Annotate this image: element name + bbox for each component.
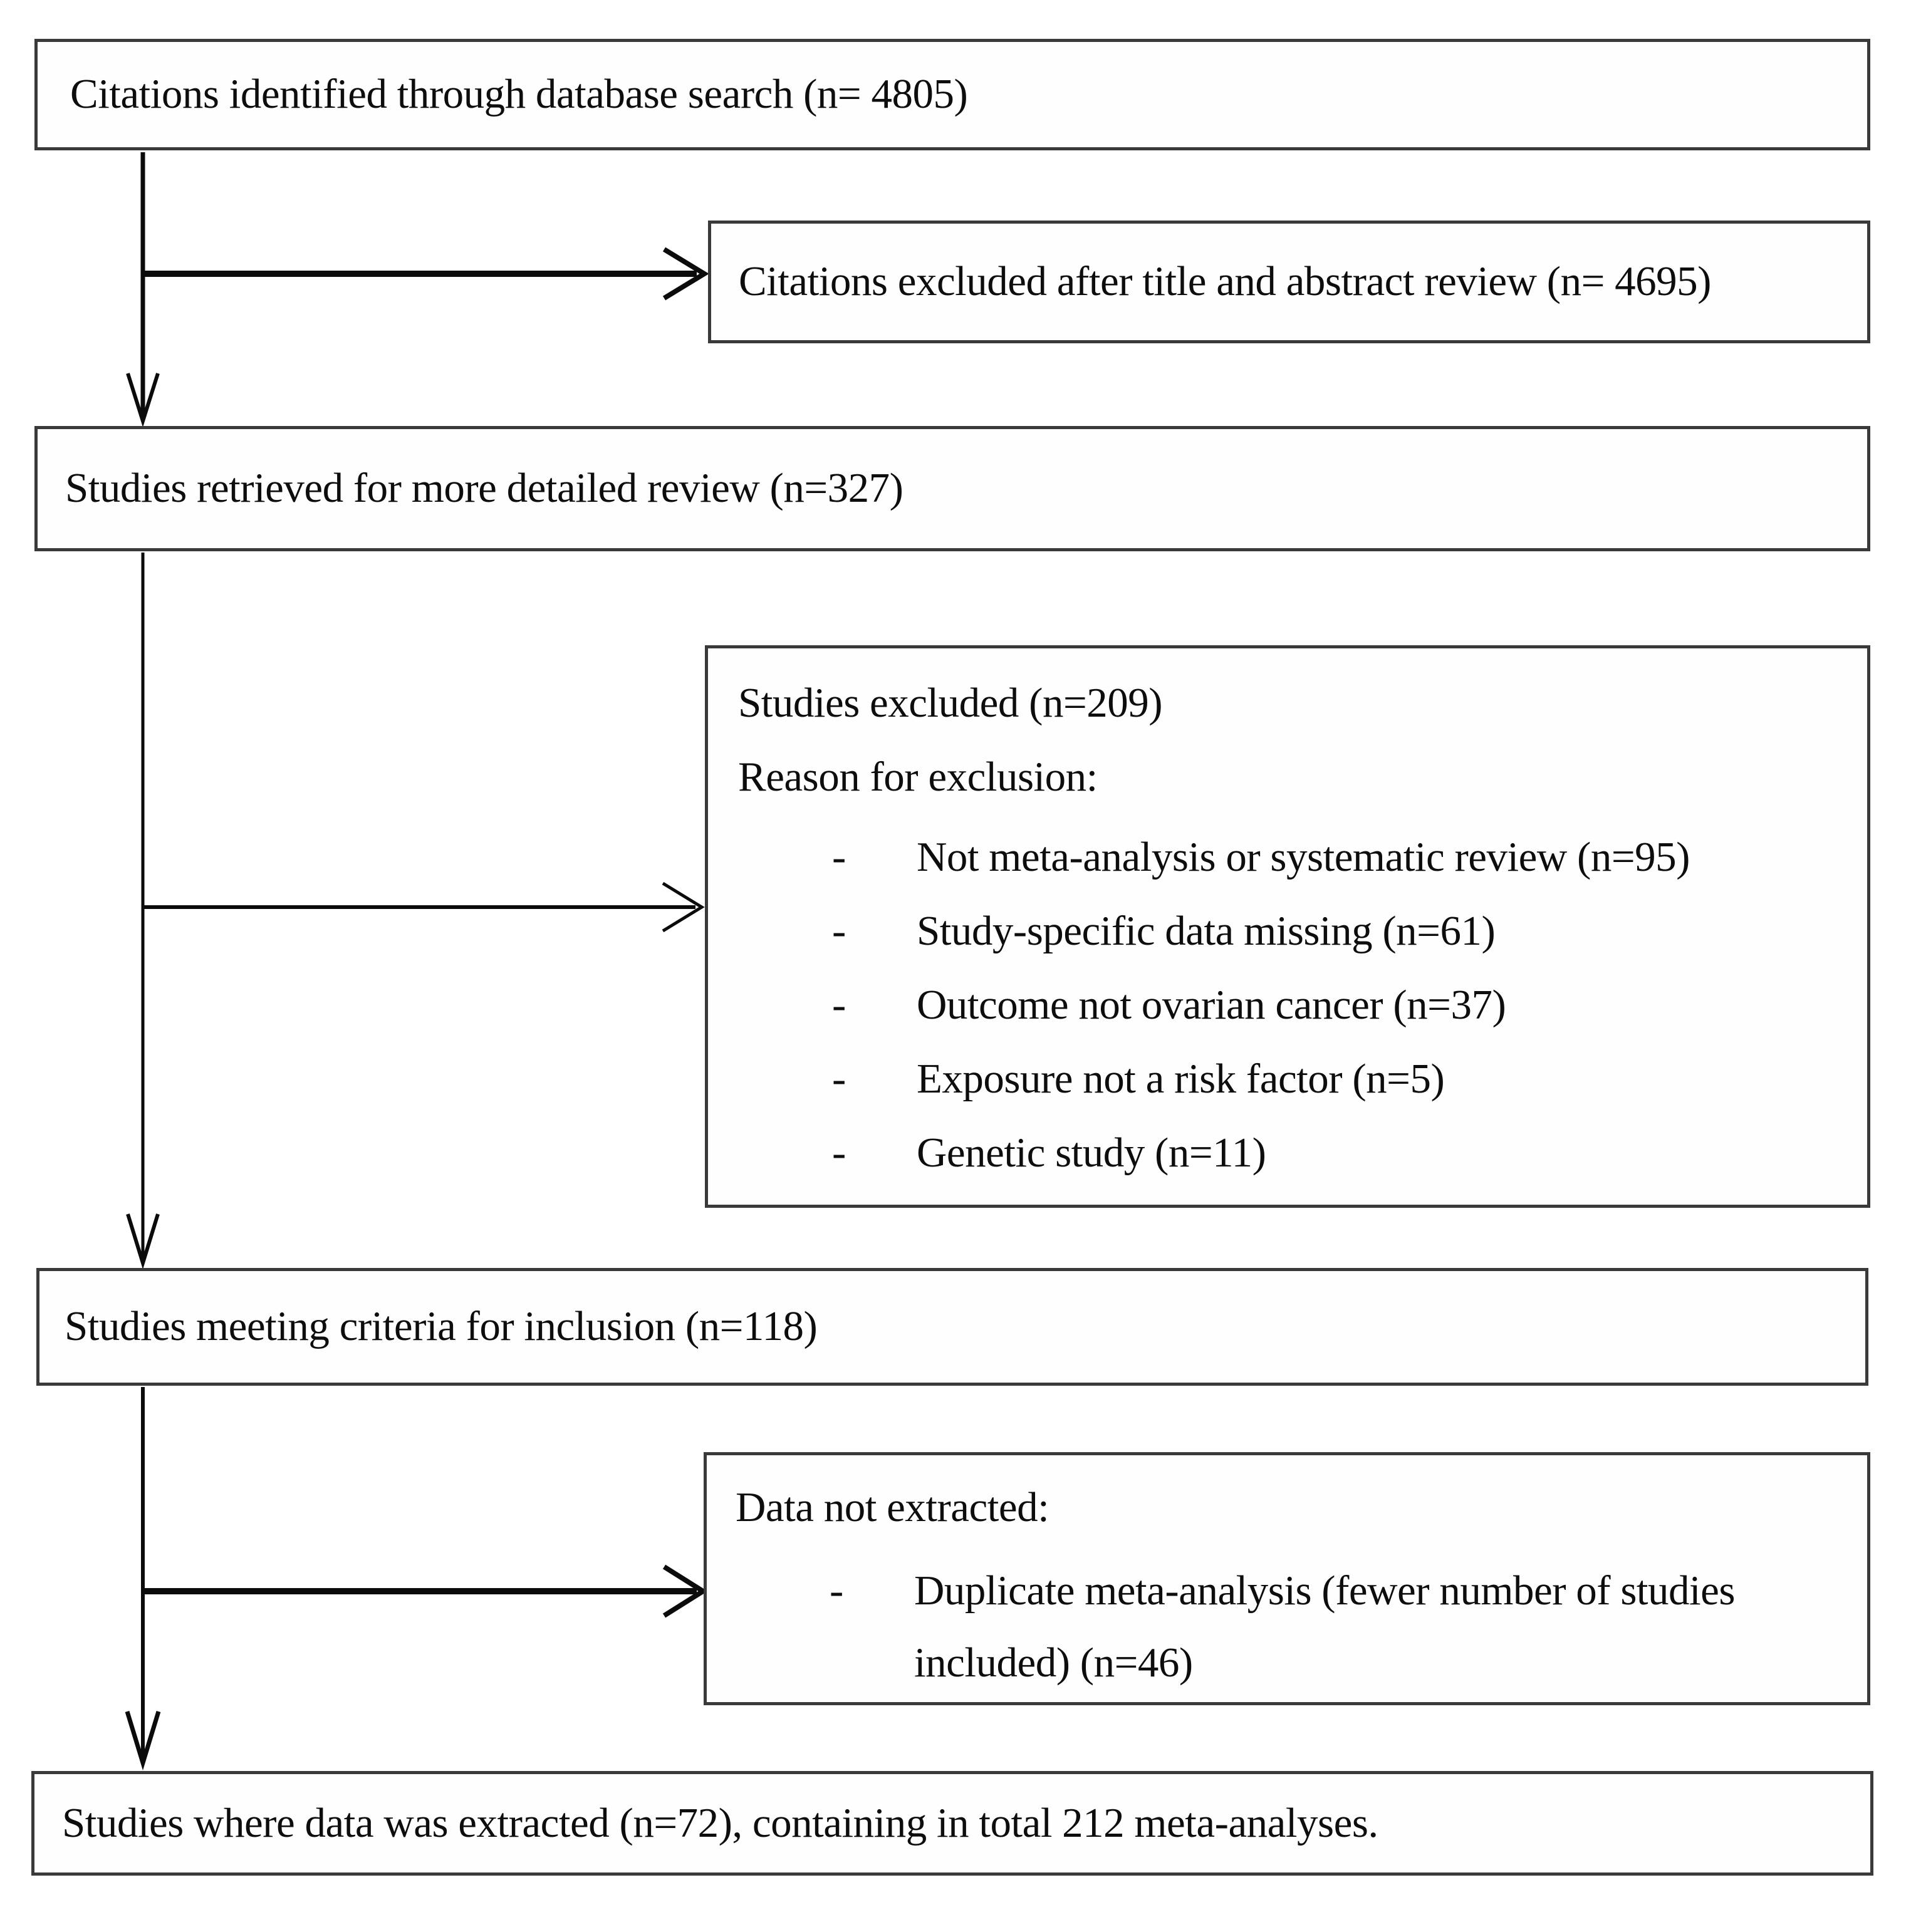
not-extracted-reason-item: - Duplicate meta-analysis (fewer number … bbox=[736, 1555, 1842, 1699]
bullet-dash: - bbox=[830, 1567, 843, 1614]
arrow-down-1 bbox=[126, 152, 160, 427]
arrow-down-3 bbox=[125, 1387, 161, 1771]
arrow-right-1 bbox=[143, 247, 709, 301]
bullet-dash: - bbox=[832, 1056, 846, 1102]
exclusion-reason-text: Study-specific data missing (n=61) bbox=[917, 908, 1496, 954]
exclusion-reason-item: - Genetic study (n=11) bbox=[738, 1116, 1842, 1190]
not-extracted-reason-list: - Duplicate meta-analysis (fewer number … bbox=[736, 1555, 1842, 1699]
box-data-not-extracted: Data not extracted: - Duplicate meta-ana… bbox=[704, 1452, 1870, 1705]
bullet-dash: - bbox=[832, 834, 846, 880]
box-studies-retrieved-label: Studies retrieved for more detailed revi… bbox=[65, 465, 903, 512]
exclusion-reason-item: - Exposure not a risk factor (n=5) bbox=[738, 1042, 1842, 1116]
box-studies-excluded: Studies excluded (n=209) Reason for excl… bbox=[705, 645, 1870, 1208]
exclusion-reason-item: - Study-specific data missing (n=61) bbox=[738, 894, 1842, 968]
arrow-right-3 bbox=[143, 1564, 708, 1618]
exclusion-reason-text: Not meta-analysis or systematic review (… bbox=[917, 834, 1690, 880]
box-meeting-criteria: Studies meeting criteria for inclusion (… bbox=[36, 1268, 1868, 1386]
bullet-dash: - bbox=[832, 1130, 846, 1176]
exclusion-reason-text: Outcome not ovarian cancer (n=37) bbox=[917, 982, 1506, 1028]
box-citations-identified: Citations identified through database se… bbox=[34, 39, 1870, 150]
arrow-right-2 bbox=[143, 881, 705, 933]
exclusion-reason-text: Genetic study (n=11) bbox=[917, 1130, 1266, 1176]
box-studies-retrieved: Studies retrieved for more detailed revi… bbox=[34, 426, 1870, 551]
box-citations-excluded-label: Citations excluded after title and abstr… bbox=[739, 258, 1711, 305]
exclusion-reason-list: - Not meta-analysis or systematic review… bbox=[738, 820, 1842, 1190]
exclusion-reason-item: - Outcome not ovarian cancer (n=37) bbox=[738, 968, 1842, 1042]
bullet-dash: - bbox=[832, 982, 846, 1028]
box-meeting-criteria-label: Studies meeting criteria for inclusion (… bbox=[65, 1303, 818, 1350]
not-extracted-reason-text: Duplicate meta-analysis (fewer number of… bbox=[914, 1567, 1735, 1686]
bullet-dash: - bbox=[832, 908, 846, 954]
box-citations-excluded: Citations excluded after title and abstr… bbox=[708, 221, 1870, 343]
exclusion-reason-item: - Not meta-analysis or systematic review… bbox=[738, 820, 1842, 894]
box-data-extracted-label: Studies where data was extracted (n=72),… bbox=[62, 1799, 1378, 1846]
box-data-extracted: Studies where data was extracted (n=72),… bbox=[31, 1771, 1873, 1876]
box-citations-identified-label: Citations identified through database se… bbox=[70, 71, 968, 118]
data-not-extracted-title: Data not extracted: bbox=[736, 1484, 1049, 1530]
exclusion-reason-text: Exposure not a risk factor (n=5) bbox=[917, 1056, 1445, 1102]
reason-for-exclusion-heading: Reason for exclusion: bbox=[738, 754, 1098, 800]
studies-excluded-title: Studies excluded (n=209) bbox=[738, 680, 1163, 726]
